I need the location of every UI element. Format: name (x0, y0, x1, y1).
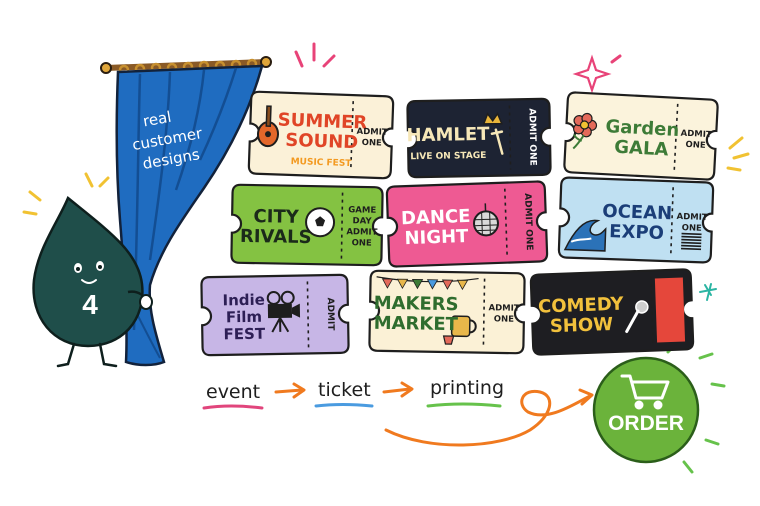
ticket-stub-text: ADMIT (346, 227, 377, 238)
ticket-title-line: NIGHT (404, 226, 469, 249)
ticket-title-line: EXPO (609, 221, 664, 244)
ticket-stub-band (654, 277, 686, 343)
ticket-stub-text: DAY (352, 216, 372, 226)
ticket-stub-text: ONE (361, 138, 382, 149)
mascot-number: 4 (82, 289, 98, 320)
ticket-title-line: COMEDY (538, 294, 625, 318)
flower-icon (572, 112, 598, 150)
ticket-stub-text: GAME (348, 205, 376, 215)
flow-arrow-2 (382, 387, 412, 394)
cart-icon (620, 374, 670, 410)
ticket-title-line: Film (226, 308, 262, 327)
ticket-stub-text: ONE (681, 223, 702, 234)
flow-arrow-loop (384, 389, 592, 447)
ticket-title-line: MAKERS (373, 293, 458, 315)
ticket-title-line: OCEAN (602, 201, 673, 224)
flow: event ticket printing (202, 377, 594, 447)
order-label: ORDER (608, 412, 684, 435)
ticket-title-line: SOUND (285, 130, 359, 154)
guitar-icon (256, 105, 280, 148)
ticket-stub-text: ADMIT (325, 298, 336, 332)
ticket-title-line: MARKET (373, 313, 458, 335)
crown-dagger-icon (482, 112, 504, 155)
ticket-stub-text: ONE (352, 238, 373, 248)
curtain-fabric (115, 64, 264, 367)
flow-underline-event (202, 404, 264, 410)
ticket-subtitle: LIVE ON STAGE (410, 151, 486, 162)
ticket-subtitle: MUSIC FEST (290, 157, 352, 169)
ticket-stub-text: ADMIT ONE (526, 108, 537, 166)
mascot: 4 (32, 195, 153, 368)
ticket-title-line: RIVALS (240, 226, 312, 248)
flow-underline-printing (426, 402, 502, 408)
flow-underline-ticket (314, 403, 374, 408)
wave-icon (563, 219, 607, 252)
ticket-title-line: DANCE (401, 206, 471, 229)
ticket-title-line: Indie (222, 291, 265, 310)
ticket-stub-text: ADMIT (680, 129, 712, 141)
ticket-stub-text: ADMIT ONE (522, 193, 534, 251)
ticket-title-line: CITY (253, 206, 300, 228)
ticket-title-line: SUMMER (277, 109, 367, 133)
ticket-title-line: GALA (614, 137, 669, 161)
mug-icon (442, 315, 477, 345)
flow-arrow-1 (274, 388, 304, 394)
ticket-title-line: SHOW (550, 314, 614, 337)
disco-ball-icon (472, 203, 499, 237)
soccer-ball-icon (305, 207, 336, 238)
ticket-stub-text: ADMIT (488, 303, 519, 314)
ticket-title-line: FEST (223, 325, 266, 344)
ticket-stub-text: ADMIT (356, 127, 388, 138)
microphone-icon (625, 300, 649, 333)
ticket-hamlet: HAMLET LIVE ON STAGE ADMIT ONE (406, 97, 552, 179)
flow-step-event: event (206, 381, 260, 403)
mascot-body (32, 195, 144, 348)
ticket-stub-text: ONE (494, 314, 515, 324)
ticket-stub-text: ONE (685, 140, 706, 151)
ticket-stub-text: ADMIT (676, 212, 708, 223)
flow-step-ticket: ticket (318, 379, 371, 401)
flow-step-printing: printing (430, 377, 504, 399)
order-button[interactable]: ORDER (592, 356, 700, 464)
ticket-title-line: Garden (605, 116, 680, 141)
curtain-caption-line-1: real (142, 108, 173, 131)
ticket-title-line: HAMLET (406, 124, 490, 146)
ticket-comedy-show: COMEDYSHOWADMIT ONE (529, 268, 695, 356)
film-camera-icon (266, 290, 301, 333)
